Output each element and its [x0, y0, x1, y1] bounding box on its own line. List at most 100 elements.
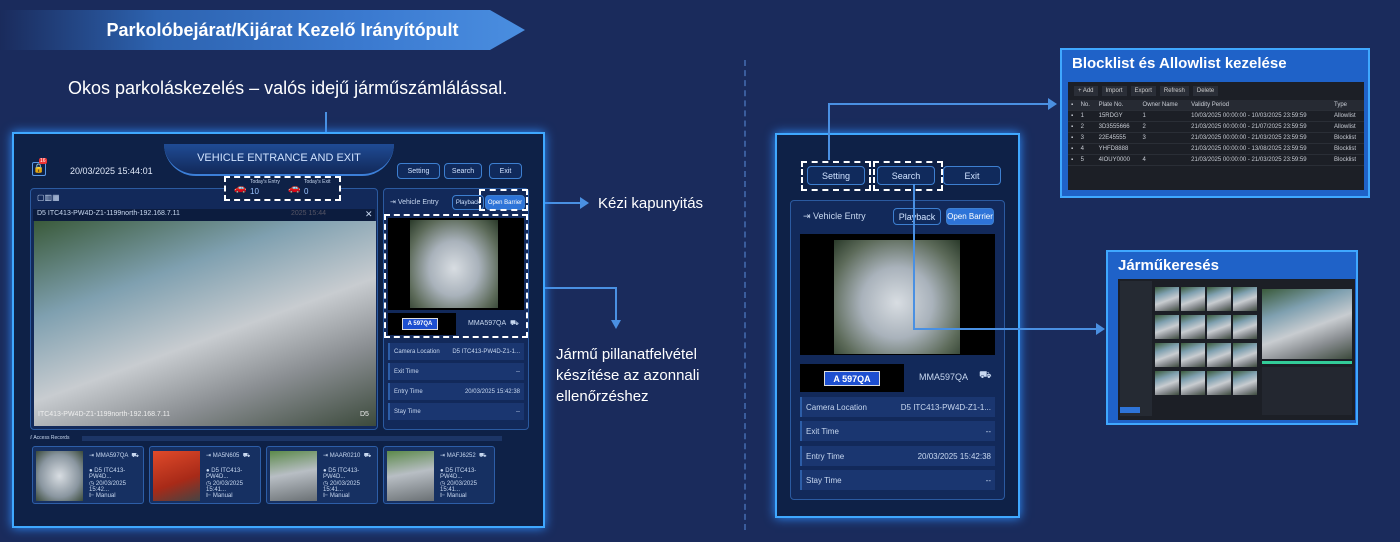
entry-counter-value: 10 — [250, 187, 259, 196]
column-header[interactable]: Validity Period — [1191, 102, 1230, 108]
access-record-card[interactable]: ⇥ MMA597QA ⛟ ● D5 ITC413-PW4D... ◷ 20/03… — [32, 446, 144, 504]
row-label: Camera Location — [806, 402, 867, 412]
toolbar-button[interactable]: Delete — [1192, 86, 1219, 96]
table-cell: 21/03/2025 00:00:00 - 13/08/2025 23:59:5… — [1191, 146, 1307, 152]
select-all-checkbox[interactable]: ▪ — [1071, 102, 1074, 108]
record-mode: ⊩ Manual — [440, 493, 467, 499]
search-result-thumbnail[interactable] — [1207, 287, 1231, 311]
connector-line — [828, 103, 1050, 105]
plate-number: MMA597QA — [468, 320, 507, 327]
table-cell: Blocklist — [1334, 157, 1357, 163]
record-camera: ● D5 ITC413-PW4D... — [440, 468, 477, 480]
table-cell: 1 — [1142, 113, 1146, 119]
exit-counter-value: 0 — [304, 187, 309, 196]
close-icon[interactable]: ✕ — [365, 209, 373, 219]
search-result-thumbnail[interactable] — [1233, 315, 1257, 339]
search-result-thumbnail[interactable] — [1233, 287, 1257, 311]
row-label: Entry Time — [394, 388, 423, 395]
alarm-badge: 16 — [39, 158, 47, 164]
exit-button[interactable]: Exit — [489, 163, 522, 179]
blocklist-table: ▪ No. Plate No. Owner Name Validity Period Ty… — [1068, 100, 1364, 166]
layout-icon[interactable]: ▢▥▦ — [37, 193, 60, 202]
access-records-title: ⫽ Access Records — [30, 435, 70, 441]
column-header[interactable]: Owner Name — [1142, 102, 1178, 108]
exit-button[interactable]: Exit — [943, 166, 1001, 185]
video-corner-label: D5 — [360, 411, 369, 418]
row-label: Entry Time — [806, 451, 845, 461]
divider — [744, 60, 746, 530]
toolbar-button[interactable]: Export — [1130, 86, 1156, 96]
search-result-thumbnail[interactable] — [1155, 287, 1179, 311]
row-checkbox[interactable]: ▪ — [1071, 135, 1074, 141]
column-header[interactable]: Plate No. — [1098, 102, 1124, 108]
table-cell: YHFD8888 — [1098, 146, 1129, 152]
row-value: D5 ITC413-PW4D-Z1-1... — [900, 402, 991, 412]
dashboard-panel: VEHICLE ENTRANCE AND EXIT 🔒 16 20/03/202… — [12, 132, 545, 528]
record-time: ◷ 20/03/2025 15:42... — [89, 481, 126, 493]
table-cell: 3D3555666 — [1098, 124, 1130, 130]
search-result-thumbnail[interactable] — [1233, 371, 1257, 395]
row-checkbox[interactable]: ▪ — [1071, 124, 1074, 130]
toolbar-button[interactable]: + Add — [1074, 86, 1098, 96]
record-camera: ● D5 ITC413-PW4D... — [206, 468, 243, 480]
record-camera-text: D5 ITC413-PW4D... — [89, 468, 126, 480]
open-barrier-button[interactable]: Open Barrier — [946, 208, 994, 225]
row-checkbox[interactable]: ▪ — [1071, 146, 1074, 152]
access-record-card[interactable]: ⇥ MAFJ6252 ⛟ ● D5 ITC413-PW4D... ◷ 20/03… — [383, 446, 495, 504]
table-row[interactable]: ▪ 4 YHFD8888 21/03/2025 00:00:00 - 13/08/20… — [1068, 144, 1364, 155]
setting-button[interactable]: Setting — [397, 163, 440, 179]
table-cell: 1 — [1080, 113, 1084, 119]
search-result-thumbnail[interactable] — [1207, 343, 1231, 367]
search-button[interactable]: Search — [444, 163, 482, 179]
record-time: ◷ 20/03/2025 15:41... — [323, 481, 360, 493]
annotation-line: készítése az azonnali — [556, 367, 700, 384]
access-records-label: Access Records — [33, 435, 70, 441]
info-row-camera-location: Camera Location D5 ITC413-PW4D-Z1-1... — [800, 397, 995, 417]
connector-line — [828, 104, 830, 160]
row-checkbox[interactable]: ▪ — [1071, 113, 1074, 119]
search-result-thumbnail[interactable] — [1155, 315, 1179, 339]
connector-line — [524, 202, 584, 204]
search-button[interactable]: Search — [877, 166, 935, 185]
column-header[interactable]: No. — [1080, 102, 1090, 108]
record-time: ◷ 20/03/2025 15:41... — [206, 481, 243, 493]
dashboard-title: VEHICLE ENTRANCE AND EXIT — [197, 152, 361, 164]
table-cell: 2 — [1142, 124, 1146, 130]
search-result-thumbnail[interactable] — [1207, 371, 1231, 395]
vehicle-snapshot — [410, 220, 498, 308]
search-result-thumbnail[interactable] — [1181, 343, 1205, 367]
playback-button[interactable]: Playback — [893, 208, 941, 225]
toolbar-button[interactable]: Refresh — [1159, 86, 1189, 96]
connector-line — [913, 328, 1098, 330]
record-vehicle-image — [36, 451, 83, 501]
vehicle-entry-label: Vehicle Entry — [813, 211, 866, 221]
search-result-thumbnail[interactable] — [1207, 315, 1231, 339]
access-record-card[interactable]: ⇥ MAAR0210 ⛟ ● D5 ITC413-PW4D... ◷ 20/03… — [266, 446, 378, 504]
toolbar-button[interactable]: Import — [1101, 86, 1127, 96]
search-result-thumbnail[interactable] — [1181, 371, 1205, 395]
search-result-thumbnail[interactable] — [1155, 343, 1179, 367]
table-cell: 4 — [1080, 146, 1084, 152]
vehicle-snapshot — [834, 240, 960, 354]
row-value: -- — [516, 368, 520, 375]
search-result-thumbnail[interactable] — [1155, 371, 1179, 395]
search-result-thumbnail[interactable] — [1181, 287, 1205, 311]
table-cell: 21/03/2025 00:00:00 - 21/03/2025 23:59:5… — [1191, 157, 1307, 163]
time-overlay: 2025 15:44 — [291, 210, 327, 217]
setting-button[interactable]: Setting — [807, 166, 865, 185]
counters-highlight: 🚗 Today's Entry 10 🚗 Today's Exit 0 — [224, 176, 341, 201]
search-result-thumbnail[interactable] — [1233, 343, 1257, 367]
alarm-icon[interactable]: 🔒 — [32, 162, 46, 176]
access-record-card[interactable]: ⇥ MA5N605 ⛟ ● D5 ITC413-PW4D... ◷ 20/03/… — [149, 446, 261, 504]
column-header[interactable]: Type — [1334, 102, 1348, 108]
row-checkbox[interactable]: ▪ — [1071, 157, 1074, 163]
search-result-thumbnail[interactable] — [1181, 315, 1205, 339]
setting-highlight — [801, 161, 871, 191]
playback-button[interactable]: Playback — [452, 195, 484, 210]
